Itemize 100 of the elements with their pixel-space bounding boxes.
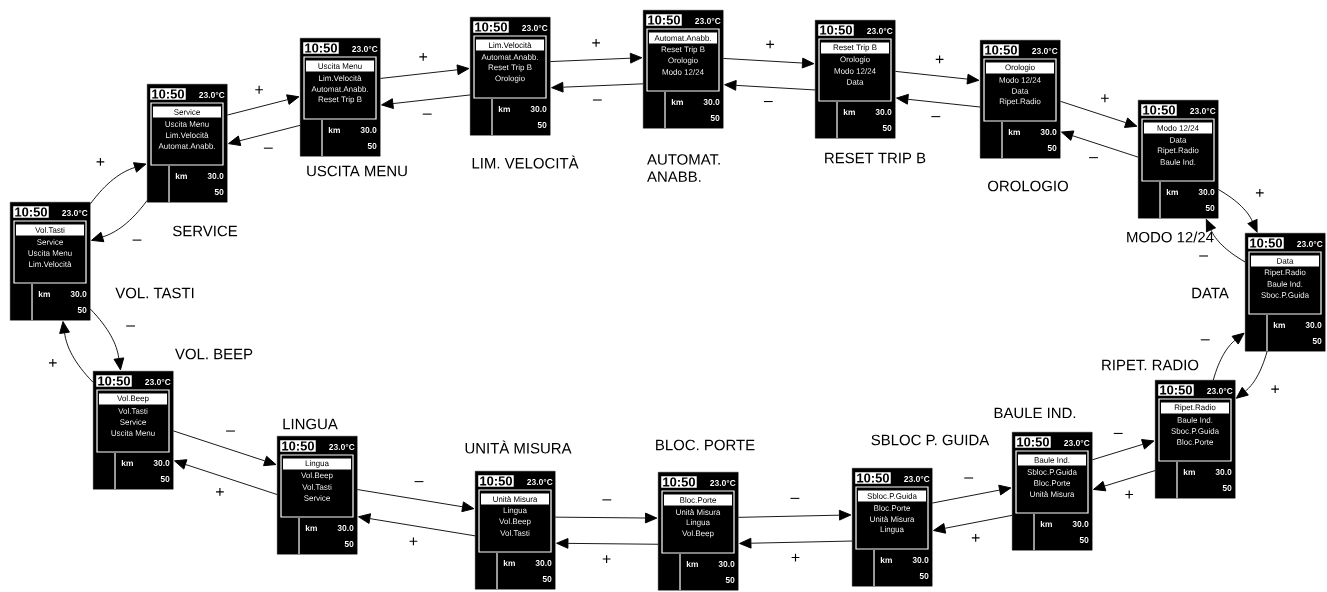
screen-caption: DATA [1192, 287, 1229, 299]
clock-time: 10:50 [646, 14, 682, 26]
screen-caption: VOL. BEEP [175, 348, 253, 360]
speed-value: 50 [1047, 145, 1057, 151]
screen-caption: LIM. VELOCITÀ [472, 155, 579, 169]
odometer-value: 30.0 [153, 460, 170, 466]
speed-value: 50 [1205, 205, 1215, 211]
arrow [739, 537, 853, 549]
screen-caption: VOL. TASTI [115, 287, 194, 299]
temperature: 23.0°C [1207, 388, 1233, 394]
edge-label: + [1254, 188, 1266, 200]
speed-value: 50 [537, 122, 547, 128]
arrow [896, 93, 981, 108]
clock-time: 10:50 [473, 21, 509, 33]
speed-value: 50 [1222, 485, 1232, 491]
odometer-value: 30.0 [207, 173, 224, 179]
arrow [172, 430, 277, 467]
edge-label: + [970, 533, 982, 545]
unit-label: km [1166, 188, 1178, 196]
temperature: 23.0°C [710, 480, 736, 486]
clock-time: 10:50 [280, 440, 316, 452]
screen-caption: BLOC. PORTE [656, 439, 755, 451]
temperature: 23.0°C [145, 379, 171, 385]
unit-label: km [1008, 128, 1020, 136]
screen-caption: RIPET. RADIO [1102, 359, 1199, 371]
unit-label: km [503, 559, 515, 567]
edge-label: – [591, 98, 603, 106]
edge-label: – [963, 476, 975, 484]
temperature: 23.0°C [522, 25, 548, 31]
speed-value: 50 [160, 476, 170, 482]
speed-value: 50 [882, 125, 892, 131]
arrow [549, 52, 643, 64]
unit-label: km [1183, 468, 1195, 476]
edge-label: – [131, 238, 143, 246]
arrow [554, 512, 658, 524]
screen-caption: MODO 12/24 [1127, 231, 1214, 243]
edge-label: + [933, 54, 946, 66]
edge-label: – [413, 480, 425, 487]
odometer-value: 30.0 [1215, 469, 1232, 475]
arrow [551, 81, 644, 93]
clock-time: 10:50 [983, 44, 1019, 56]
temperature: 23.0°C [1032, 48, 1058, 54]
speed-value: 50 [1079, 537, 1089, 543]
clock-time: 10:50 [13, 206, 49, 218]
temperature: 23.0°C [199, 92, 225, 98]
clock-time: 10:50 [661, 476, 697, 488]
unit-label: km [1273, 321, 1285, 329]
arrow [228, 124, 301, 146]
unit-label: km [121, 459, 133, 467]
odometer-value: 30.0 [1072, 521, 1089, 527]
screen-caption: USCITA MENU [307, 165, 407, 177]
arrow [931, 484, 1012, 504]
temperature: 23.0°C [1064, 440, 1090, 446]
edge-label: – [1088, 156, 1099, 163]
speed-value: 50 [1312, 338, 1322, 344]
arrow [724, 80, 816, 91]
edge-label: + [417, 51, 429, 64]
temperature: 23.0°C [1190, 108, 1216, 114]
edge-label: + [1123, 489, 1135, 501]
speed-value: 50 [344, 541, 354, 547]
arrow [358, 513, 476, 537]
arrow [1093, 470, 1156, 492]
arrow [356, 489, 475, 513]
arrow [59, 321, 94, 383]
odometer-value: 30.0 [875, 109, 892, 115]
edge-label: + [1099, 93, 1111, 105]
clock-time: 10:50 [855, 472, 891, 484]
temperature: 23.0°C [329, 444, 355, 450]
unit-label: km [498, 105, 510, 113]
unit-label: km [38, 290, 50, 298]
arrow [1212, 332, 1245, 381]
odometer-value: 30.0 [912, 557, 929, 563]
clock-time: 10:50 [478, 475, 514, 487]
clock-time: 10:50 [818, 24, 854, 36]
unit-label: km [328, 126, 340, 134]
screen-caption: RESET TRIP B [825, 152, 926, 164]
edge-label: + [214, 487, 226, 499]
odometer-value: 30.0 [1198, 189, 1215, 195]
arrow [226, 94, 300, 116]
odometer-value: 30.0 [360, 127, 377, 133]
odometer-value: 30.0 [535, 560, 552, 566]
screen-caption: OROLOGIO [988, 180, 1068, 192]
edge-label: – [762, 100, 774, 107]
speed-value: 50 [710, 115, 720, 121]
screen-caption: SERVICE [173, 225, 238, 237]
clock-time: 10:50 [1158, 384, 1194, 396]
edge-label: – [930, 115, 942, 122]
edge-label: + [253, 84, 265, 97]
unit-label: km [671, 98, 683, 106]
arrow [556, 538, 659, 549]
edge-label: – [421, 112, 433, 120]
temperature: 23.0°C [62, 210, 88, 216]
clock-time: 10:50 [1248, 237, 1284, 249]
temperature: 23.0°C [1297, 241, 1323, 247]
screen-caption: BAULE IND. [994, 407, 1076, 419]
temperature: 23.0°C [867, 28, 893, 34]
odometer-value: 30.0 [1040, 129, 1057, 135]
arrow [89, 162, 147, 205]
odometer-value: 30.0 [1305, 322, 1322, 328]
edge-label: + [764, 39, 776, 51]
